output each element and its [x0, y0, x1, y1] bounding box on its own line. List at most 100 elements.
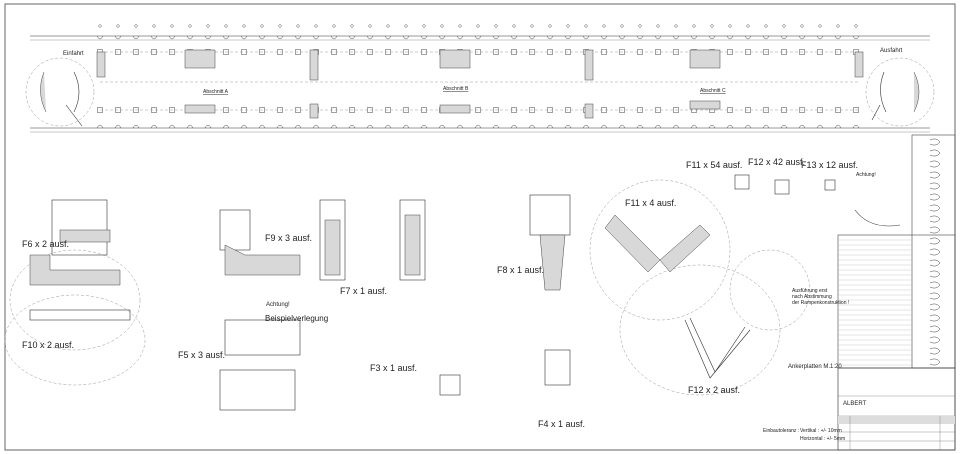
rail-bracket: [762, 124, 770, 129]
rail-bracket: [546, 124, 554, 129]
rail-bracket: [132, 35, 140, 40]
rail-bracket: [654, 124, 662, 129]
rail-bracket: [798, 124, 806, 129]
rail-bracket: [834, 35, 842, 40]
rail-bracket: [852, 35, 860, 40]
rail-bracket: [384, 35, 392, 40]
rail-bracket: [600, 124, 608, 129]
rail-bracket: [474, 124, 482, 129]
rail-bracket: [420, 35, 428, 40]
column-marker: [476, 24, 480, 28]
detail-f13-label: F13 x 12 ausf.: [801, 160, 858, 170]
column-marker: [458, 24, 462, 28]
rail-bracket: [654, 35, 662, 40]
rail-bracket: [618, 35, 626, 40]
detail-f5-label: F5 x 3 ausf.: [178, 350, 225, 360]
column-square: [403, 49, 409, 55]
drawing-frame: [4, 3, 956, 451]
column-marker: [674, 24, 678, 28]
rail-bracket: [420, 124, 428, 129]
column-square: [259, 49, 265, 55]
rail-bracket: [600, 35, 608, 40]
column-marker: [170, 24, 174, 28]
column-marker: [800, 24, 804, 28]
rail-bracket: [816, 124, 824, 129]
column-square: [529, 49, 535, 55]
rail-bracket: [474, 35, 482, 40]
part-shape-icon: [929, 347, 941, 355]
rail-bracket: [564, 124, 572, 129]
column-marker: [242, 24, 246, 28]
rail-bracket: [114, 124, 122, 129]
column-square: [673, 107, 679, 113]
column-marker: [260, 24, 264, 28]
rail-bracket: [780, 124, 788, 129]
rail-bracket: [456, 124, 464, 129]
rail-bracket: [582, 35, 590, 40]
column-square: [403, 107, 409, 113]
rail-bracket: [294, 124, 302, 129]
floor-plan: Einfahrt Ausfahrt Abschnitt A Abschnitt …: [25, 24, 935, 133]
rail-bracket: [726, 124, 734, 129]
column-square: [493, 49, 499, 55]
entry-label: Einfahrt: [63, 51, 84, 57]
tolerance-label: Einbautoleranz :: [763, 428, 799, 434]
detail-f11b-label: F11 x 54 ausf.: [686, 160, 742, 170]
rail-bracket: [402, 35, 410, 40]
column-marker: [188, 24, 192, 28]
rail-bracket: [186, 35, 194, 40]
rail-bracket: [294, 35, 302, 40]
rail-bracket: [204, 124, 212, 129]
detail-f9-label: F9 x 3 ausf.: [265, 233, 312, 243]
attention-note: Achtung!: [266, 302, 290, 308]
column-marker: [512, 24, 516, 28]
rail-bracket: [240, 124, 248, 129]
execution-note-1: Ausführung erst: [792, 288, 828, 294]
column-marker: [584, 24, 588, 28]
rail-bracket: [456, 35, 464, 40]
column-marker: [548, 24, 552, 28]
column-marker: [746, 24, 750, 28]
tolerance-vertical: Vertikal : +/- 10mm: [800, 428, 842, 434]
company-name: ALBERT: [843, 401, 867, 407]
part-shape-icon: [929, 358, 941, 366]
column-marker: [134, 24, 138, 28]
detail-f6-label: F6 x 2 ausf.: [22, 239, 69, 249]
column-marker: [656, 24, 660, 28]
column-marker: [854, 24, 858, 28]
rail-bracket: [258, 35, 266, 40]
rail-bracket: [96, 124, 104, 129]
rail-bracket: [528, 35, 536, 40]
tolerance-horizontal: Horizontal : +/- 5mm: [800, 436, 845, 442]
column-marker: [278, 24, 282, 28]
part-shape-icon: [929, 248, 941, 256]
rail-bracket: [510, 35, 518, 40]
column-square: [529, 107, 535, 113]
column-square: [169, 49, 175, 55]
column-square: [763, 49, 769, 55]
column-marker: [116, 24, 120, 28]
rail-bracket: [150, 35, 158, 40]
rail-bracket: [222, 35, 230, 40]
part-shape-icon: [929, 336, 941, 344]
rail-bracket: [672, 124, 680, 129]
rail-bracket: [834, 124, 842, 129]
detail-f7-label: F7 x 1 ausf.: [340, 286, 387, 296]
section-b-label: Abschnitt B: [443, 86, 469, 92]
rail-bracket: [168, 35, 176, 40]
rail-bracket: [330, 124, 338, 129]
rail-bracket: [312, 124, 320, 129]
column-square: [799, 107, 805, 113]
detail-f3-label: F3 x 1 ausf.: [370, 363, 417, 373]
rail-bracket: [708, 35, 716, 40]
part-shape-icon: [929, 270, 941, 278]
column-marker: [620, 24, 624, 28]
column-square: [619, 49, 625, 55]
rail-bracket: [690, 124, 698, 129]
rail-bracket: [96, 35, 104, 40]
rail-bracket: [240, 35, 248, 40]
rail-bracket: [672, 35, 680, 40]
column-square: [853, 107, 859, 113]
parts-table: [837, 134, 956, 369]
column-marker: [566, 24, 570, 28]
